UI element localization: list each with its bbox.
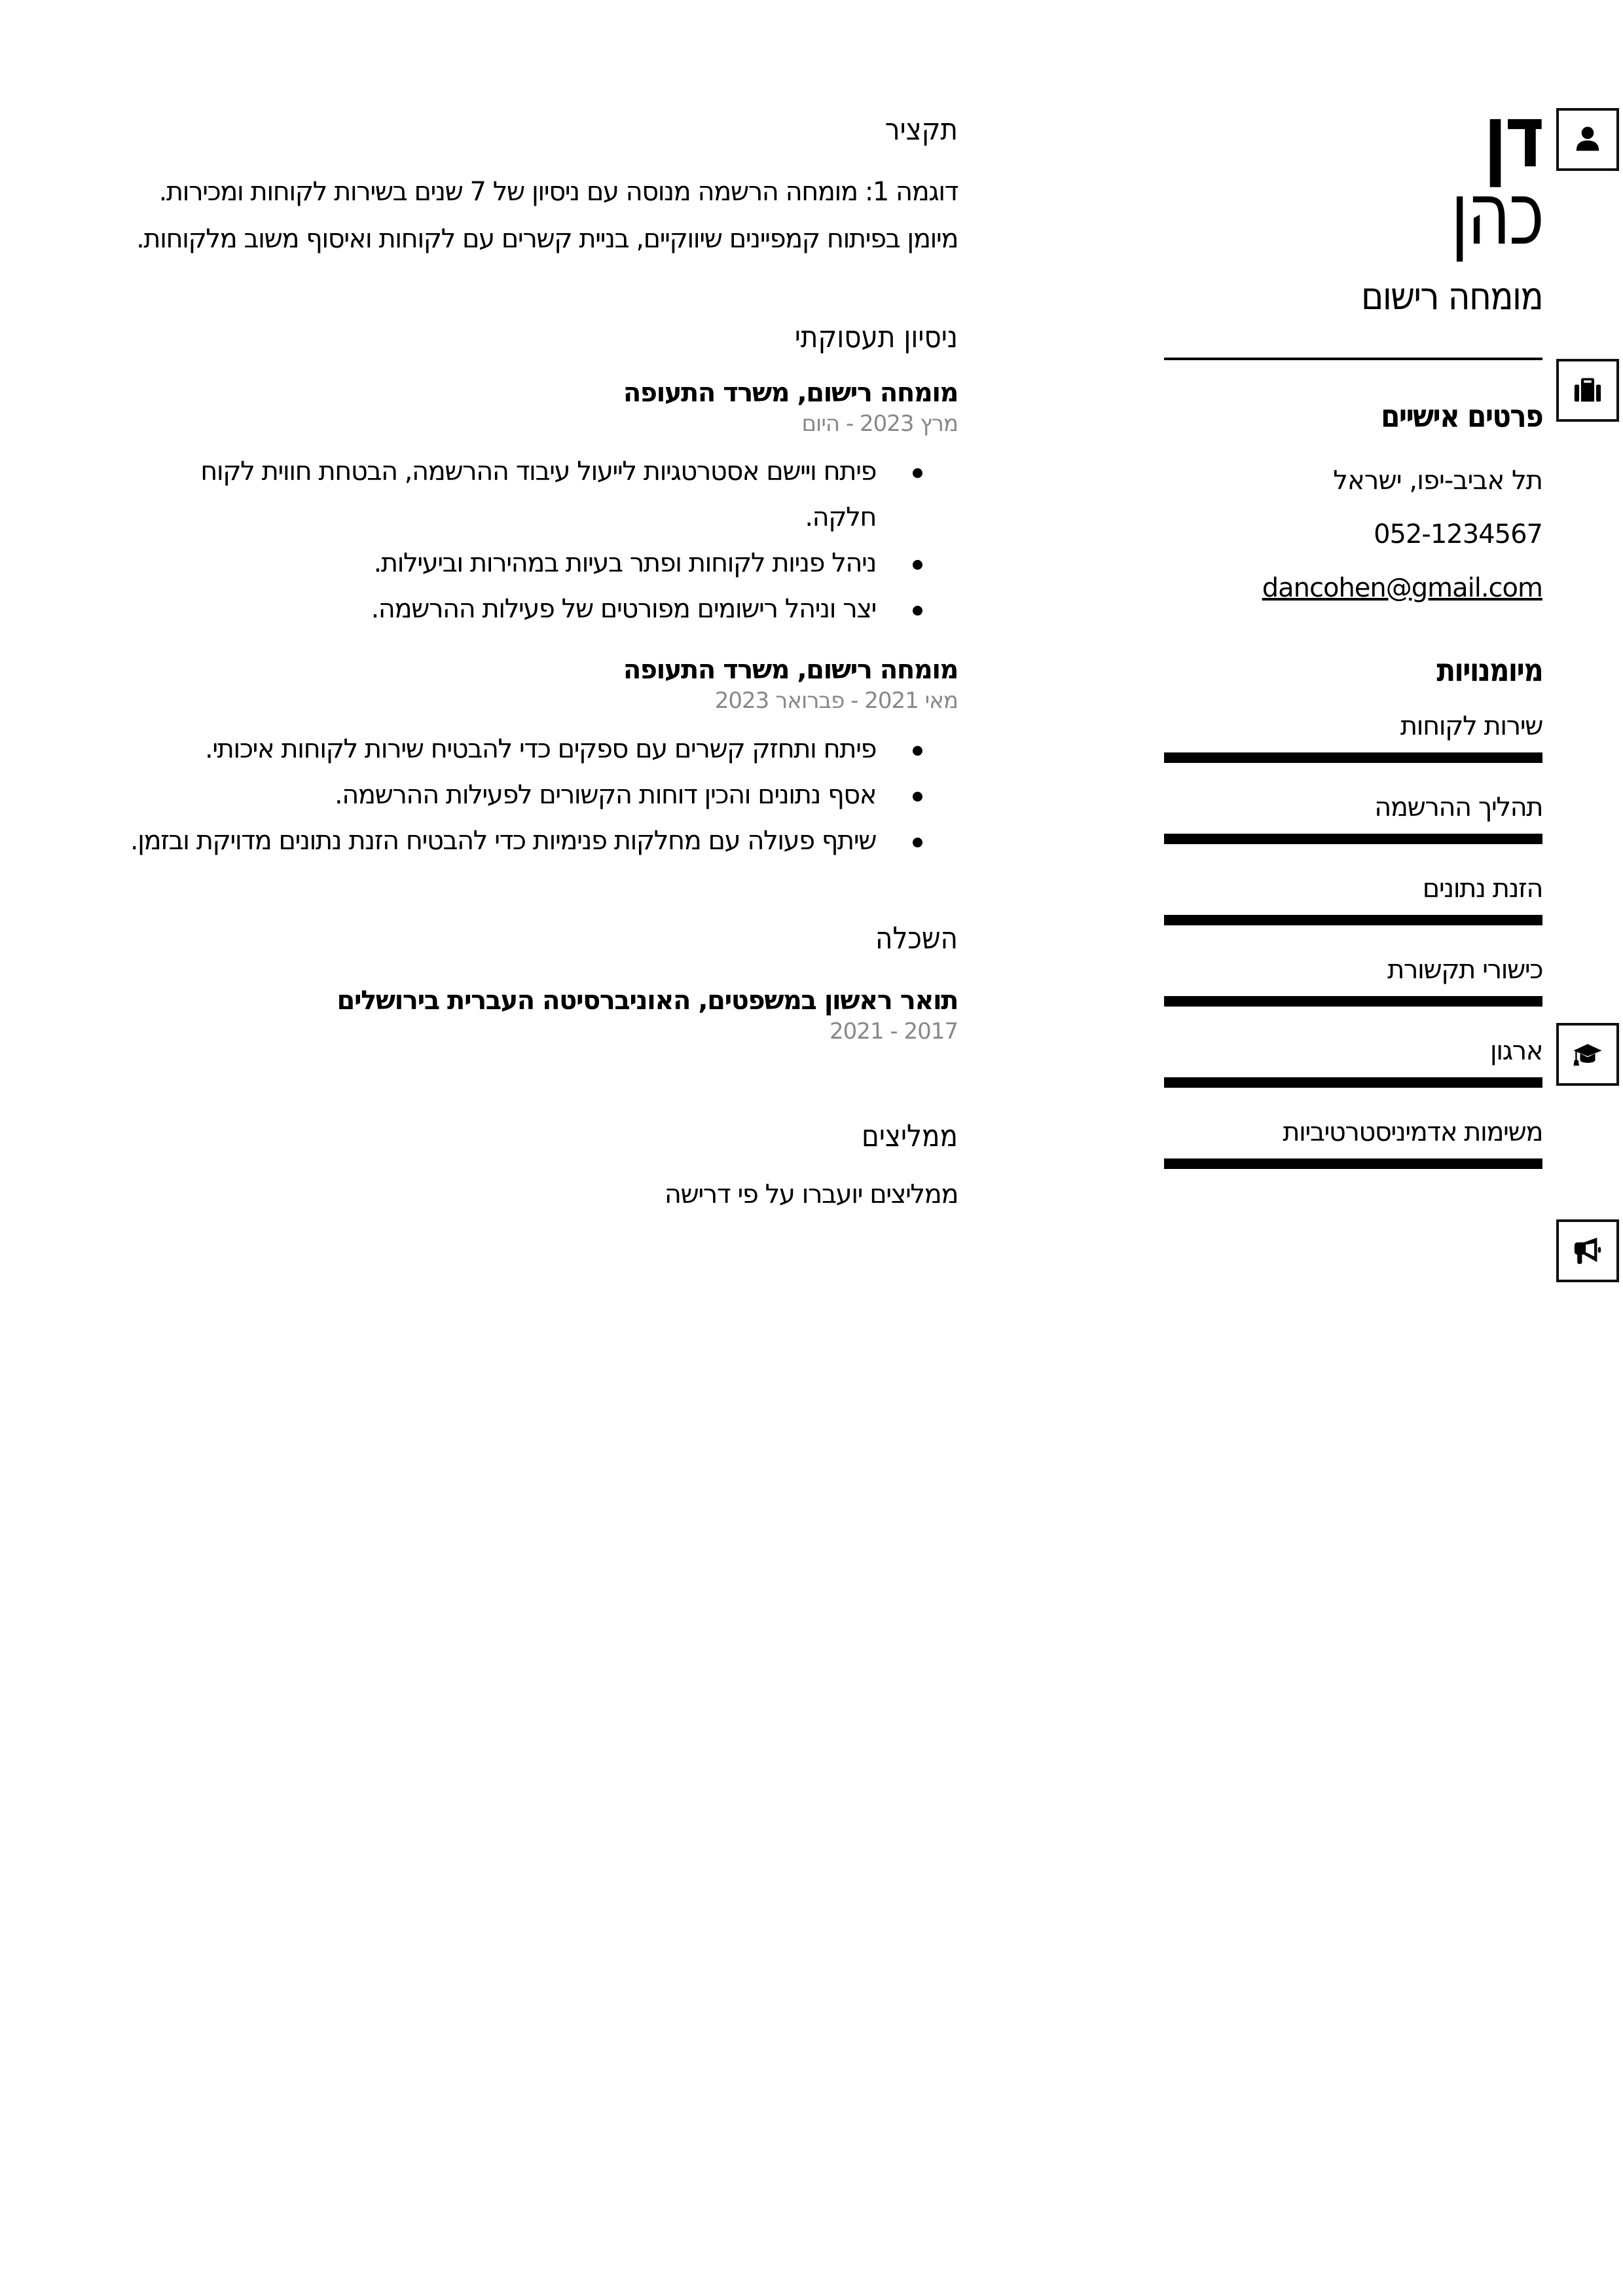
candidate-title: מומחה רישום	[1360, 274, 1544, 318]
graduation-cap-icon	[1556, 1023, 1619, 1086]
education-heading: השכלה	[875, 919, 958, 955]
megaphone-icon	[1556, 1219, 1619, 1282]
references-section: ממליצים ממליצים יועברו על פי דרישה	[124, 1117, 959, 1210]
job-bullet: ניהל פניות לקוחות ופתר בעיות במהירות ובי…	[124, 540, 922, 586]
summary-section: תקציר דוגמה 1: מומחה הרשמה מנוסה עם ניסי…	[124, 111, 958, 263]
candidate-name: דן כהן	[1247, 94, 1545, 265]
job-bullet: פיתח ותחזק קשרים עם ספקים כדי להבטיח שיר…	[124, 726, 922, 772]
references-heading: ממליצים	[862, 1117, 958, 1153]
skill-item: משימות אדמיניסטרטיביות	[1164, 1117, 1544, 1170]
skill-level-bar	[1164, 915, 1542, 926]
job-title: מומחה רישום, משרד התעופה	[623, 655, 959, 686]
skill-label: ארגון	[1489, 1036, 1544, 1067]
skill-label: כישורי תקשורת	[1387, 955, 1543, 986]
skill-level-bar	[1164, 752, 1542, 764]
job-dates: מרץ 2023 - היום	[801, 411, 959, 437]
location: תל אביב-יפו, ישראל	[1333, 465, 1543, 496]
job-bullet: פיתח ויישם אסטרטגיות לייעול עיבוד ההרשמה…	[124, 449, 922, 540]
megaphone-icon-glyph	[1574, 1237, 1601, 1265]
main-content: תקציר דוגמה 1: מומחה הרשמה מנוסה עם ניסי…	[124, 111, 959, 1210]
skill-item: כישורי תקשורת	[1164, 954, 1544, 1007]
degree-title: תואר ראשון במשפטים, האוניברסיטה העברית ב…	[337, 985, 958, 1016]
skills-heading: מיומנויות	[1436, 652, 1543, 689]
job-bullet: יצר וניהל רישומים מפורטים של פעילות ההרש…	[124, 586, 922, 632]
experience-heading: ניסיון תעסוקתי	[794, 319, 958, 355]
education-dates: 2017 - 2021	[830, 1018, 958, 1045]
job-bullet: שיתף פעולה עם מחלקות פנימיות כדי להבטיח …	[124, 818, 922, 864]
experience-section: ניסיון תעסוקתי מומחה רישום, משרד התעופה …	[124, 319, 959, 864]
summary-text: דוגמה 1: מומחה הרשמה מנוסה עם ניסיון של …	[136, 177, 958, 255]
skill-level-bar	[1164, 1077, 1542, 1088]
header-divider	[1164, 358, 1542, 360]
phone: 052-1234567	[1164, 519, 1543, 550]
job-entry: מומחה רישום, משרד התעופה מאי 2021 - פברו…	[124, 654, 959, 864]
briefcase-icon-glyph	[1574, 378, 1601, 402]
skill-item: שירות לקוחות	[1164, 711, 1544, 764]
job-bullets: פיתח ויישם אסטרטגיות לייעול עיבוד ההרשמה…	[124, 449, 958, 632]
skill-item: תהליך ההרשמה	[1164, 792, 1544, 845]
skill-level-bar	[1164, 834, 1542, 845]
briefcase-icon	[1556, 359, 1619, 422]
skills-list: שירות לקוחות תהליך ההרשמה הזנת נתונים כי…	[1164, 711, 1544, 1170]
skill-level-bar	[1164, 996, 1542, 1007]
email-link[interactable]: dancohen@gmail.com	[1262, 572, 1543, 603]
skill-label: תהליך ההרשמה	[1374, 792, 1543, 823]
education-section: השכלה תואר ראשון במשפטים, האוניברסיטה הע…	[124, 920, 958, 1045]
skill-label: שירות לקוחות	[1400, 711, 1544, 742]
summary-heading: תקציר	[884, 111, 958, 147]
skill-item: הזנת נתונים	[1164, 873, 1544, 926]
phone-number: 052-1234567	[1374, 519, 1543, 549]
skill-label: הזנת נתונים	[1422, 874, 1544, 904]
job-title: מומחה רישום, משרד התעופה	[623, 378, 959, 409]
first-name: דן	[1484, 86, 1544, 187]
skill-label: משימות אדמיניסטרטיביות	[1283, 1117, 1543, 1148]
skill-item: ארגון	[1164, 1035, 1544, 1088]
last-name: כהן	[1450, 164, 1545, 265]
job-entry: מומחה רישום, משרד התעופה מרץ 2023 - היום…	[124, 377, 958, 632]
email: dancohen@gmail.com	[1164, 572, 1543, 604]
job-bullet: אסף נתונים והכין דוחות הקשורים לפעילות ה…	[124, 772, 922, 818]
personal-details-heading: פרטים אישיים	[1381, 398, 1544, 435]
person-icon-glyph	[1576, 126, 1599, 151]
skill-level-bar	[1164, 1158, 1542, 1170]
graduation-cap-icon-glyph	[1573, 1044, 1602, 1066]
person-icon	[1556, 108, 1619, 171]
sidebar: דן כהן מומחה רישום פרטים אישיים תל אביב-…	[1164, 94, 1545, 1170]
references-text: ממליצים יועברו על פי דרישה	[664, 1179, 959, 1210]
job-bullets: פיתח ותחזק קשרים עם ספקים כדי להבטיח שיר…	[124, 726, 958, 864]
job-dates: מאי 2021 - פברואר 2023	[714, 688, 958, 714]
